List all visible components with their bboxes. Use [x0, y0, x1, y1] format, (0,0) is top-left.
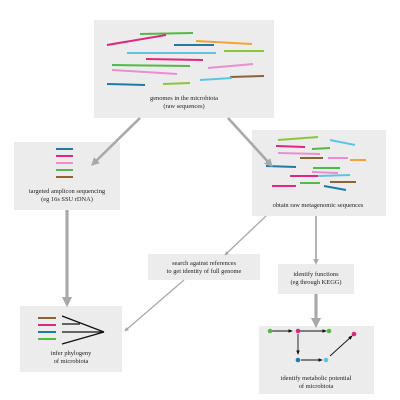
arrow-genomes-to-amplicon: [91, 117, 141, 166]
amplicon-label-line2: (eg 16s SSU rDNA): [41, 196, 93, 203]
phylogeny-label-line2: of microbiota: [54, 358, 89, 365]
genomes-label-line2: (raw sequences): [163, 103, 204, 110]
arrow-search-to-phylogeny: [124, 279, 185, 332]
phylogeny-label-line1: infer phylogeny: [51, 350, 92, 357]
amplicon-reads: [56, 148, 73, 178]
functions-label-line1: identify functions: [293, 271, 339, 278]
genomes-label-line1: genomes in the microbiota: [150, 95, 218, 102]
phylogeny-reads: [38, 317, 56, 340]
metabolic-label-line2: of microbiota: [299, 383, 334, 390]
amplicon-label-line1: targeted amplicon sequencing: [29, 188, 106, 195]
metagenomic-label: obtain raw metagenomic sequences: [273, 202, 364, 209]
search-label-line1: search against references: [172, 260, 236, 267]
search-label-line2: to get identity of full genome: [167, 268, 242, 275]
phylogeny-box: [20, 306, 122, 372]
phylogenetic-tree: [61, 315, 105, 345]
flow-arrows: [61, 117, 322, 332]
arrow-genomes-to-metagenomic: [227, 117, 273, 168]
genomes-box: [94, 20, 274, 118]
genome-reads: [106, 32, 265, 86]
functions-label-line2: (eg through KEGG): [290, 279, 341, 286]
functions-box: [278, 264, 354, 294]
search-box: [148, 254, 260, 280]
metagenomic-reads: [265, 136, 366, 191]
arrow-metagenomic-to-search: [224, 215, 267, 256]
metabolic-label-line1: identify metabolic potential: [281, 375, 352, 382]
metabolic-network: [267, 328, 357, 363]
